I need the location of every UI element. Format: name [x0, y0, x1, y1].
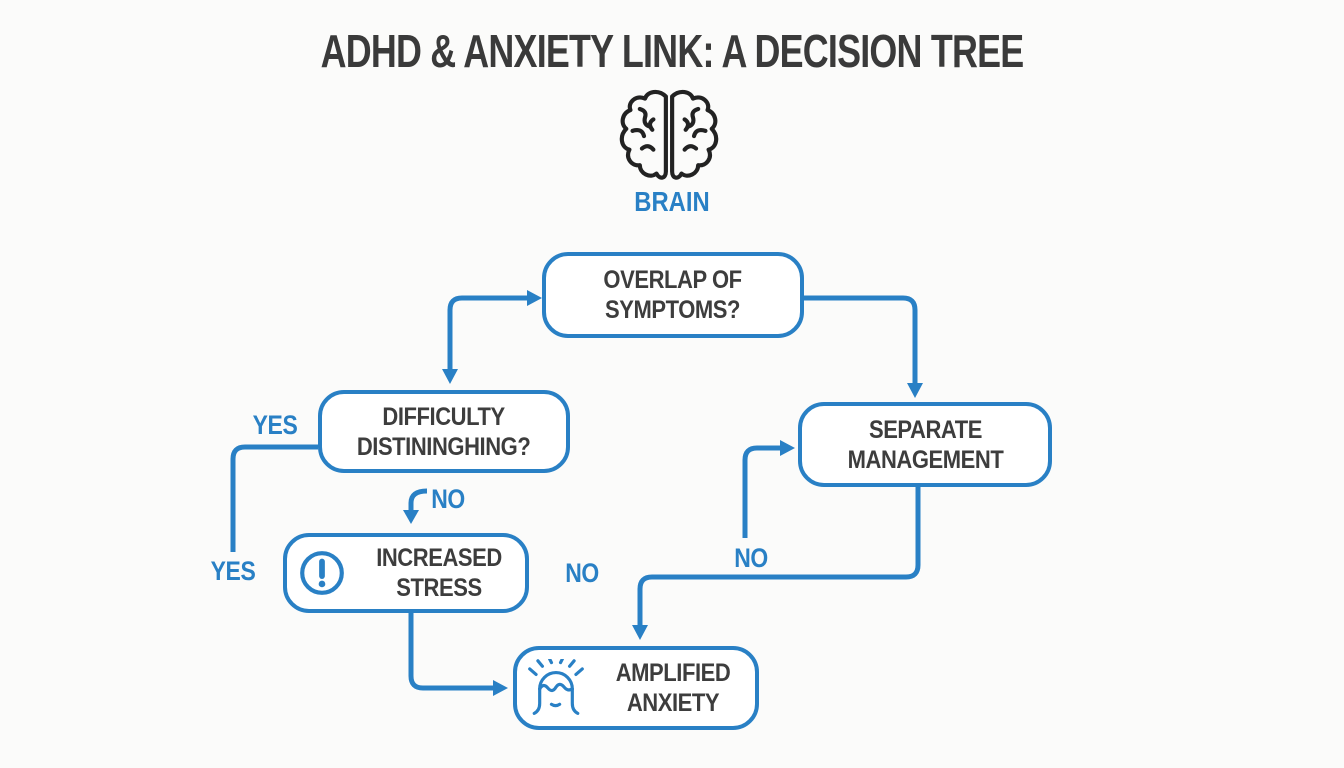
connector-separate-to-amplified: [632, 487, 921, 640]
node-overlap-text: OVERLAP OF SYMPTOMS?: [603, 266, 743, 324]
connector-stress-to-amplified: [408, 613, 508, 696]
connector-difficulty-no-to-stress: [403, 488, 428, 524]
node-overlap-of-symptoms: OVERLAP OF SYMPTOMS?: [542, 252, 804, 338]
node-difficulty-text: DIFFICULTY DISTININGHING?: [357, 402, 531, 461]
exclamation-circle-icon: [300, 551, 344, 595]
connector-overlap-to-separate: [803, 295, 923, 398]
edge-label-yes-upper: YES: [252, 410, 298, 440]
stressed-head-icon: [528, 659, 584, 715]
page-title: ADHD & ANXIETY LINK: A DECISION TREE: [320, 25, 1025, 77]
connector-into-overlap-and-difficulty: [442, 290, 542, 384]
edge-label-no-floating: NO: [565, 558, 599, 588]
node-amplified-text: AMPLIFIED ANXIETY: [615, 659, 731, 717]
edge-label-no-difficulty: NO: [431, 484, 465, 514]
node-amplified-anxiety: AMPLIFIED ANXIETY: [513, 646, 759, 730]
node-separate-management: SEPARATE MANAGEMENT: [798, 402, 1052, 487]
edge-label-yes-lower: YES: [210, 556, 256, 586]
connector-no-to-separate: [742, 440, 795, 538]
node-separate-text: SEPARATE MANAGEMENT: [847, 415, 1003, 474]
node-difficulty-distinguishing: DIFFICULTY DISTININGHING?: [318, 390, 570, 473]
node-stress-text: INCREASED STRESS: [376, 544, 502, 602]
connector-difficulty-yes-branch: [230, 444, 318, 552]
brain-label: BRAIN: [634, 186, 710, 217]
brain-icon: [619, 89, 719, 180]
node-increased-stress: INCREASED STRESS: [283, 533, 529, 613]
edge-label-no-separate: NO: [734, 543, 768, 573]
